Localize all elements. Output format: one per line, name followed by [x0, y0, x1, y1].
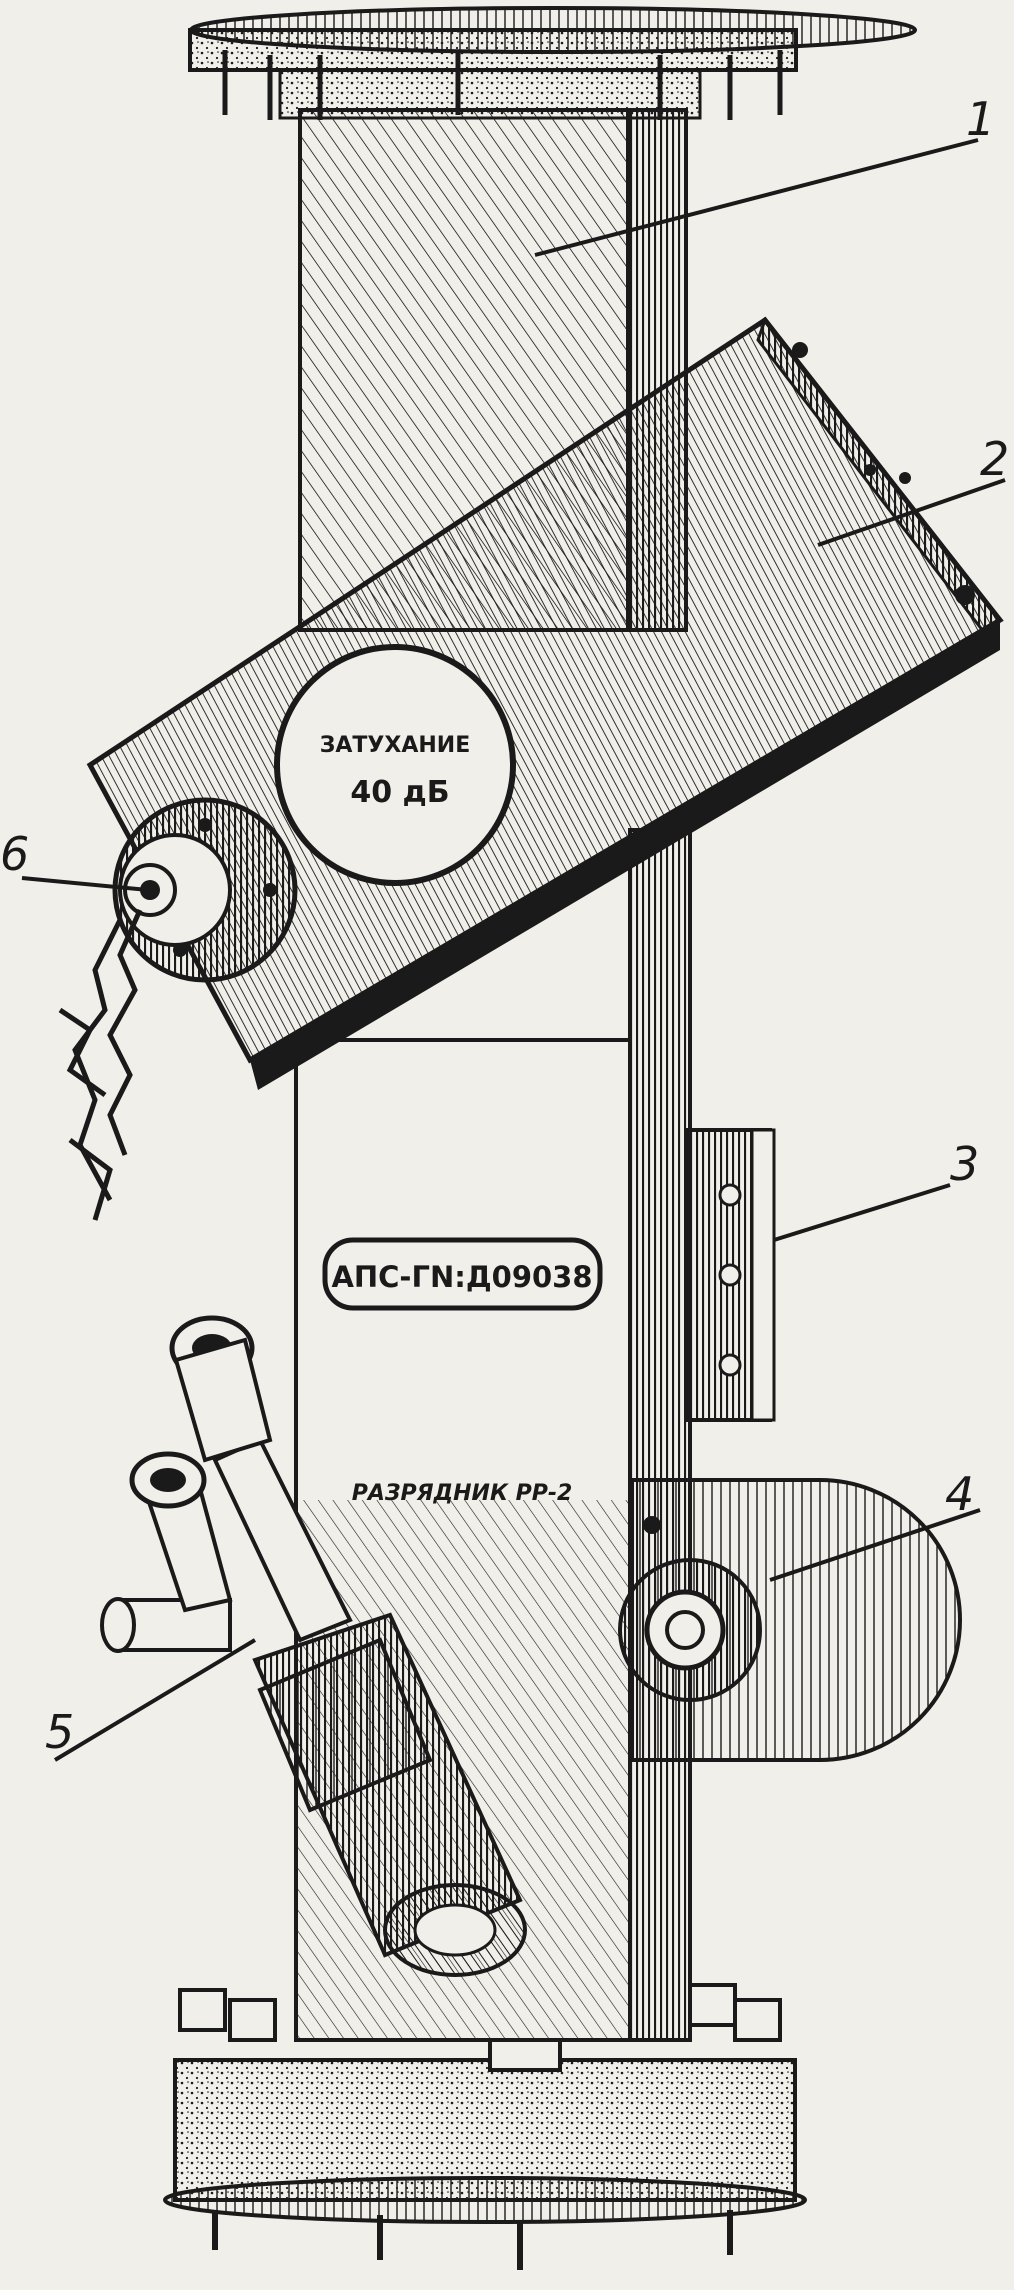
- model-plate-text: АПС-ГN:Д09038: [331, 1260, 592, 1294]
- callout-4: 4: [945, 1467, 974, 1521]
- attenuation-label-disk: ЗАТУХАНИЕ 40 дБ: [274, 644, 516, 886]
- callout-1: 1: [966, 92, 995, 146]
- bottom-flange: [163, 1983, 807, 2270]
- attenuation-value: 40 дБ: [350, 775, 449, 810]
- cap-chain: [58, 908, 143, 1221]
- side-flange-knob: [618, 1478, 962, 1762]
- discharger-tubes: [100, 1315, 527, 1977]
- coax-connector: [112, 797, 298, 983]
- mounting-bracket: [686, 1128, 776, 1422]
- callout-5: 5: [45, 1705, 74, 1759]
- attenuation-word: ЗАТУХАНИЕ: [320, 733, 470, 758]
- leader-lines: [21, 138, 1006, 1762]
- top-flange: [188, 6, 917, 120]
- callout-6: 6: [0, 827, 29, 881]
- callout-2: 2: [980, 432, 1009, 486]
- callout-3: 3: [950, 1137, 979, 1191]
- model-plate: АПС-ГN:Д09038: [322, 1237, 603, 1311]
- attenuator-block: ЗАТУХАНИЕ 40 дБ: [58, 316, 1004, 1221]
- discharger-label: РАЗРЯДНИК РР-2: [352, 1481, 573, 1506]
